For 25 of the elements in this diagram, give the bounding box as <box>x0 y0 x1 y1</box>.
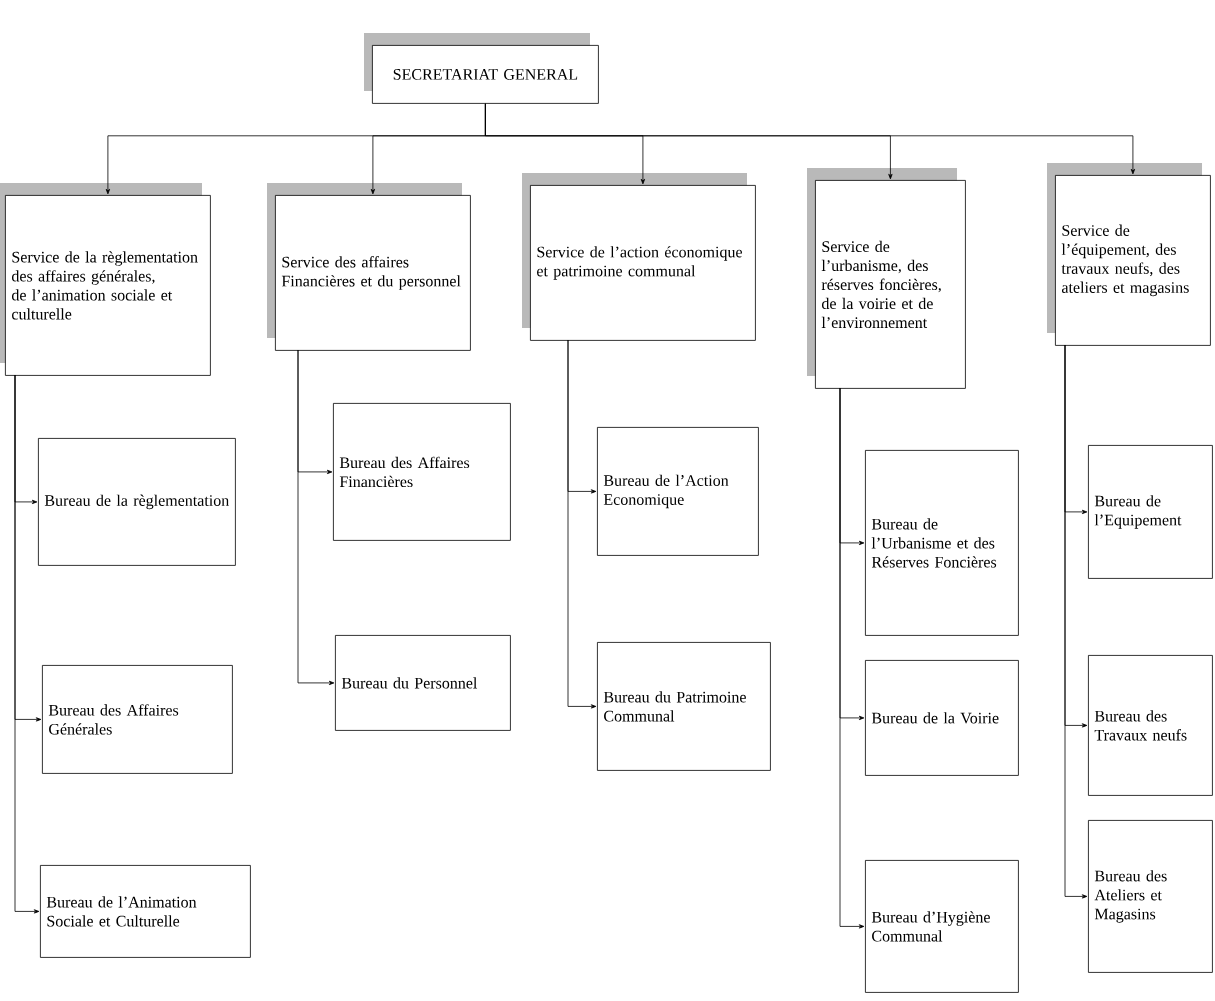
bureau-box: Bureau de l’Animation Sociale et Culturelle <box>40 865 251 958</box>
arrow <box>14 374 40 914</box>
bureau-box: Bureau de la Voirie <box>865 660 1019 776</box>
service-box: Service de l’action économique et patrimoine communal <box>522 173 756 341</box>
title-box: SECRETARIAT GENERAL <box>364 33 599 104</box>
service-box: Service des affaires Financières et du personnel <box>267 183 471 351</box>
arrow <box>297 349 335 686</box>
arrow <box>567 339 597 709</box>
bureau-box: Bureau des Affaires Financières <box>333 403 511 541</box>
service-box: Service de la règlementation des affaires générales, de l’animation sociale et culturelle <box>0 183 211 376</box>
arrow <box>839 387 865 929</box>
bureau-box: Bureau des Affaires Générales <box>42 665 233 774</box>
service-box: Service de l’urbanisme, des réserves foncières, de la voirie et de l’environnement <box>807 168 966 389</box>
service-box: Service de l’équipement, des travaux neufs, des ateliers et magasins <box>1047 163 1211 346</box>
bureau-box: Bureau de l’Urbanisme et des Réserves Foncières <box>865 450 1019 636</box>
bureau-box: Bureau de la règlementation <box>38 438 236 566</box>
bureau-box: Bureau du Patrimoine Communal <box>597 642 771 771</box>
bureau-box: Bureau des Ateliers et Magasins <box>1088 820 1213 973</box>
arrow <box>485 103 1136 175</box>
bureau-box: Bureau des Travaux neufs <box>1088 655 1213 796</box>
bureau-box: Bureau de l’Equipement <box>1088 445 1213 579</box>
bureau-box: Bureau d’Hygiène Communal <box>865 860 1019 993</box>
bureau-box: Bureau du Personnel <box>335 635 511 731</box>
arrow <box>1064 344 1088 899</box>
bureau-box: Bureau de l’Action Economique <box>597 427 759 556</box>
